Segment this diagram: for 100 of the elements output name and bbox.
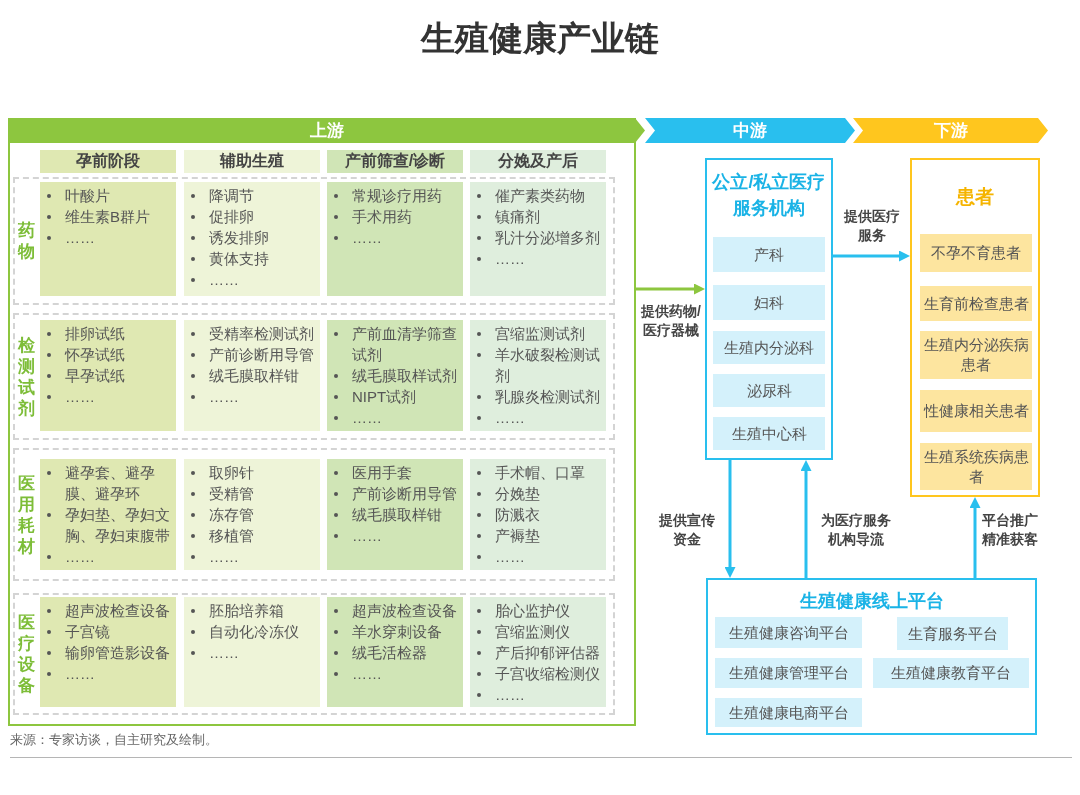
category-cell: [40, 320, 176, 431]
list-item: 维生素B群片: [65, 207, 150, 227]
department-box: 泌尿科: [713, 374, 825, 407]
group-title: 生殖健康线上平台: [799, 590, 944, 613]
list-item: 羊水穿刺设备: [352, 622, 442, 642]
list-item: 宫缩监测仪: [495, 622, 570, 642]
platform-box: [706, 578, 1037, 735]
platform-tag: 生殖健康管理平台: [715, 658, 862, 688]
category-cell: [470, 459, 606, 570]
category-cell: [40, 597, 176, 707]
list-item: 胚胎培养箱: [209, 601, 284, 621]
dashed-row-frame: [13, 448, 615, 581]
diagram-title: 生殖健康产业链: [421, 18, 659, 59]
list-item: ……: [65, 664, 95, 684]
platform-tag: 生殖健康咨询平台: [715, 617, 862, 648]
list-item: 黄体支持: [209, 249, 269, 269]
platform-tag: 生殖健康教育平台: [873, 658, 1029, 688]
column-header: 孕前阶段: [40, 150, 176, 173]
dashed-row-frame: [13, 313, 615, 440]
category-cell: [184, 597, 320, 707]
arrow: [636, 283, 705, 295]
row-label: 药物: [17, 220, 36, 262]
list-item: 产前诊断用导管: [352, 484, 457, 504]
list-item: 绒毛膜取样钳: [352, 505, 442, 525]
category-cell: [327, 597, 463, 707]
platform-tag: 生育服务平台: [897, 617, 1008, 650]
arrow: [833, 250, 910, 262]
department-box: 生殖内分泌科: [713, 331, 825, 364]
list-item: ……: [495, 408, 525, 428]
list-item: ……: [209, 387, 239, 407]
list-item: ……: [495, 547, 525, 567]
list-item: ……: [209, 547, 239, 567]
category-cell: [184, 182, 320, 296]
group-title: 公立/私立医疗服务机构: [711, 171, 827, 220]
banner-label: 下游: [933, 119, 968, 142]
dashed-row-frame: [13, 177, 615, 305]
list-item: ……: [65, 547, 95, 567]
row-label: 医用耗材: [17, 472, 36, 557]
list-item: 羊水破裂检测试剂: [495, 345, 601, 386]
category-cell: [327, 459, 463, 570]
list-item: 叶酸片: [65, 186, 110, 206]
list-item: 胎心监护仪: [495, 601, 570, 621]
list-item: 受精率检测试剂: [209, 324, 314, 344]
list-item: ……: [352, 526, 382, 546]
category-cell: [40, 459, 176, 570]
list-item: 孕妇垫、孕妇文胸、孕妇束腹带: [65, 505, 171, 546]
banner-label: 上游: [309, 119, 344, 142]
patient-group-box: 生殖系统疾病患者: [920, 443, 1032, 490]
list-item: ……: [352, 664, 382, 684]
category-cell: [40, 182, 176, 296]
patient-group-box: 生育前检查患者: [920, 286, 1032, 321]
column-header: 产前筛查/诊断: [327, 150, 463, 173]
row-label: 医疗设备: [17, 612, 36, 696]
list-item: 移植管: [209, 526, 254, 546]
department-box: 妇科: [713, 285, 825, 320]
list-item: 促排卵: [209, 207, 254, 227]
list-item: 输卵管造影设备: [65, 643, 170, 663]
arrow: [724, 460, 736, 578]
edge-label: 平台推广精准获客: [980, 511, 1040, 549]
list-item: 早孕试纸: [65, 366, 125, 386]
dashed-row-frame: [13, 593, 615, 715]
patient-box: [910, 158, 1040, 497]
list-item: ……: [495, 249, 525, 269]
chevron-banner: [853, 118, 1048, 143]
list-item: 分娩垫: [495, 484, 540, 504]
list-item: 诱发排卵: [209, 228, 269, 248]
platform-tag: 生殖健康电商平台: [715, 698, 862, 727]
department-box: 生殖中心科: [713, 417, 825, 450]
category-cell: [327, 320, 463, 431]
list-item: 子宫收缩检测仪: [495, 664, 600, 684]
department-box: 产科: [713, 237, 825, 272]
list-item: 产褥垫: [495, 526, 540, 546]
list-item: 产前血清学筛查试剂: [352, 324, 458, 365]
category-cell: [470, 320, 606, 431]
list-item: 乳腺炎检测试剂: [495, 387, 600, 407]
list-item: 镇痛剂: [495, 207, 540, 227]
patient-group-box: 性健康相关患者: [920, 390, 1032, 432]
source-note: 来源：专家访谈，自主研究及绘制。: [10, 731, 218, 749]
list-item: 取卵针: [209, 463, 254, 483]
edge-label: 提供药物/医疗器械: [638, 302, 704, 340]
list-item: ……: [209, 643, 239, 663]
list-item: 产后抑郁评估器: [495, 643, 600, 663]
edge-label: 为医疗服务机构导流: [818, 511, 894, 549]
category-cell: [184, 459, 320, 570]
category-cell: [184, 320, 320, 431]
list-item: 冻存管: [209, 505, 254, 525]
list-item: ……: [65, 387, 95, 407]
category-cell: [327, 182, 463, 296]
list-item: 超声波检查设备: [352, 601, 457, 621]
list-item: ……: [352, 228, 382, 248]
list-item: 手术帽、口罩: [495, 463, 585, 483]
banner-label: 中游: [733, 119, 767, 142]
list-item: 医用手套: [352, 463, 412, 483]
edge-label: 提供宣传资金: [657, 511, 717, 549]
list-item: 绒毛膜取样钳: [209, 366, 299, 386]
row-label: 检测试剂: [17, 334, 36, 419]
list-item: 降调节: [209, 186, 254, 206]
list-item: 绒毛膜取样试剂: [352, 366, 457, 386]
list-item: 自动化冷冻仪: [209, 622, 299, 642]
list-item: 催产素类药物: [495, 186, 585, 206]
